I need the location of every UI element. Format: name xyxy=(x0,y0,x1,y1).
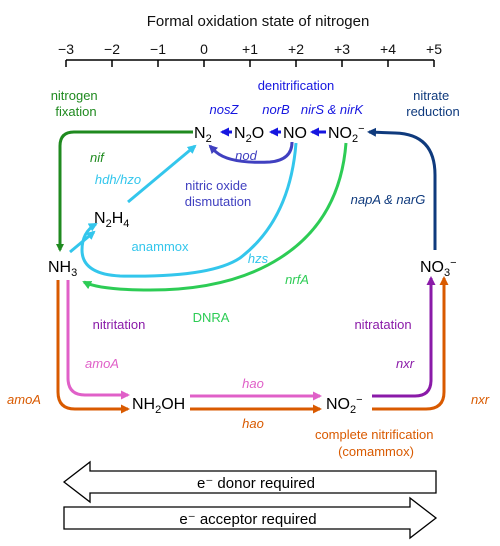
arrow-hzs xyxy=(80,142,298,278)
label-nirS-nirK: nirS & nirK xyxy=(301,102,364,117)
label-nitratation: nitratation xyxy=(354,317,411,332)
tick-label: −3 xyxy=(58,41,74,57)
arrow-hdh-hzo xyxy=(127,144,197,204)
tick-label: 0 xyxy=(200,41,208,57)
label-nitric-oxide-dismutation: nitric oxide dismutation xyxy=(185,178,251,209)
label-hdh-hzo: hdh/hzo xyxy=(95,172,141,187)
label-denitrification: denitrification xyxy=(258,78,335,93)
arrow-nitratation xyxy=(372,276,436,398)
tick-label: +5 xyxy=(426,41,442,57)
label-nosZ: nosZ xyxy=(210,102,240,117)
tick-label: +2 xyxy=(288,41,304,57)
label-anammox: anammox xyxy=(131,239,189,254)
label-hao-top: hao xyxy=(242,376,264,391)
donor-bar: e⁻ donor required xyxy=(62,460,437,504)
arrow-nod xyxy=(208,141,294,164)
arrow-amoa-comammox xyxy=(56,280,130,414)
label-nitrate-reduction: nitrate reduction xyxy=(406,88,459,119)
species-no2-bottom: NO2− xyxy=(326,394,363,416)
label-nif: nif xyxy=(90,150,105,165)
species-nh2oh: NH2OH xyxy=(132,396,185,416)
species-n2h4: N2H4 xyxy=(94,210,129,230)
arrow-nitrogen-fixation xyxy=(56,130,193,252)
label-nitritation: nitritation xyxy=(93,317,146,332)
label-amoA-orange: amoA xyxy=(7,392,41,407)
axis-tick-labels: −3 −2 −1 0 +1 +2 +3 +4 +5 xyxy=(58,41,442,57)
arrow-nitritation xyxy=(66,280,130,400)
species-nh3: NH3 xyxy=(48,259,77,279)
arrow-nxr-comammox xyxy=(372,276,449,411)
label-comammox: complete nitrification (comammox) xyxy=(315,427,437,459)
tick-label: −1 xyxy=(150,41,166,57)
tick-label: −2 xyxy=(104,41,120,57)
label-hzs: hzs xyxy=(248,251,269,266)
species-no: NO xyxy=(283,125,307,142)
arrow-nitrate-reduction xyxy=(367,127,437,250)
label-nod: nod xyxy=(235,148,257,163)
label-nxr-orange: nxr xyxy=(471,392,490,407)
species-n2o: N2O xyxy=(234,125,264,145)
label-norB: norB xyxy=(262,102,290,117)
label-amoA-pink: amoA xyxy=(85,356,119,371)
acceptor-bar: e⁻ acceptor required xyxy=(63,496,438,540)
axis-title: Formal oxidation state of nitrogen xyxy=(147,13,370,30)
species-no2-top: NO2− xyxy=(328,123,365,145)
label-nitrogen-fixation: nitrogen fixation xyxy=(51,88,102,119)
label-napA-narG: napA & narG xyxy=(351,192,426,207)
donor-bar-label: e⁻ donor required xyxy=(197,475,315,492)
label-dnra: DNRA xyxy=(193,310,230,325)
acceptor-bar-label: e⁻ acceptor required xyxy=(179,511,316,528)
species-n2: N2 xyxy=(194,125,212,145)
arrow-dnra xyxy=(82,142,348,292)
label-hao-bottom: hao xyxy=(242,416,264,431)
axis-ticks xyxy=(65,60,435,67)
tick-label: +3 xyxy=(334,41,350,57)
species-no3: NO3− xyxy=(420,257,457,279)
tick-label: +4 xyxy=(380,41,396,57)
tick-label: +1 xyxy=(242,41,258,57)
label-nxr-purple: nxr xyxy=(396,356,415,371)
label-nrfA: nrfA xyxy=(285,272,309,287)
